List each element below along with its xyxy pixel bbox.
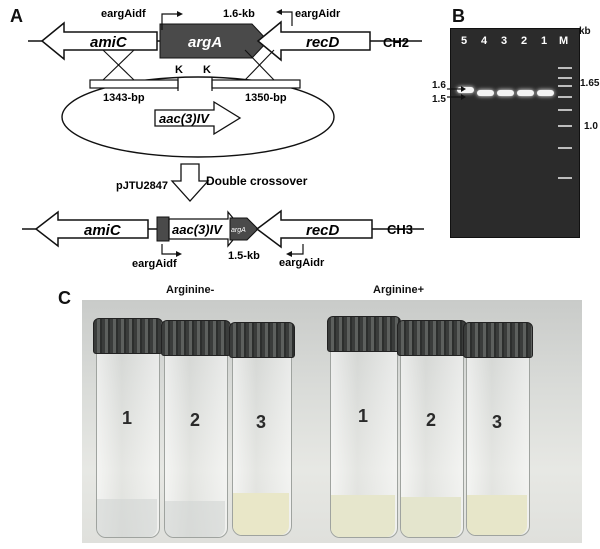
primer-forward-label-bottom: eargAidf xyxy=(132,258,177,270)
recd-gene-label-bottom: recD xyxy=(306,222,340,239)
vial-plus-3: 3 xyxy=(463,322,533,536)
gel-band-lane-2 xyxy=(517,90,534,96)
gel-unit-label: kb xyxy=(579,26,591,37)
primer-reverse-label-bottom: eargAidr xyxy=(279,257,325,269)
site-k-right: K xyxy=(203,64,211,76)
panel-letter-a: A xyxy=(10,6,23,26)
size-label-top: 1.6-kb xyxy=(223,8,255,20)
gel-lane-label-1: 1 xyxy=(541,35,548,47)
gel-band-lane-3 xyxy=(497,90,514,96)
gel-lane-label-3: 3 xyxy=(501,35,508,47)
arga-gene-label: argA xyxy=(188,34,222,51)
vial-cap xyxy=(229,322,295,358)
gel-marker-left-1: 1.6 xyxy=(432,80,446,91)
site-k-left: K xyxy=(175,64,183,76)
gel-marker-arrows xyxy=(447,86,466,100)
condition-label-plus: Arginine+ xyxy=(373,284,425,296)
cassette-label-plasmid: aac(3)IV xyxy=(159,111,210,126)
condition-label-minus: Arginine- xyxy=(166,284,215,296)
arga-fragment-arrow xyxy=(229,217,259,241)
primer-forward-arrow xyxy=(161,13,177,30)
vial-number: 2 xyxy=(425,410,436,430)
gel-band-lane-1 xyxy=(537,90,554,96)
vial-number: 3 xyxy=(255,412,266,432)
cassette-label-chromosome: aac(3)IV xyxy=(172,222,223,237)
gel-band-lane-5 xyxy=(457,87,474,93)
vial-minus-1: 1 xyxy=(93,318,163,538)
vial-cap xyxy=(463,322,533,358)
crossover-arrow xyxy=(170,163,210,202)
vial-cap xyxy=(327,316,401,352)
plasmid-name-label: pJTU2847 xyxy=(116,180,168,192)
gel-image: 5 4 3 2 1 M xyxy=(450,28,580,238)
primer-reverse-arrow xyxy=(282,11,293,26)
vial-plus-2: 2 xyxy=(397,320,467,538)
vial-minus-2: 2 xyxy=(161,320,231,538)
amic-gene-label: amiC xyxy=(90,34,128,51)
primer-reverse-label: eargAidr xyxy=(295,8,341,20)
panel-letter-b: B xyxy=(452,6,465,26)
chromosome-label-top: CH2 xyxy=(383,35,409,50)
gel-ladder-band xyxy=(558,177,572,179)
gel-ladder-band xyxy=(558,109,572,111)
crossover-step-label: Double crossover xyxy=(206,174,308,188)
size-label-bottom: 1.5-kb xyxy=(228,250,260,262)
gel-ladder-band xyxy=(558,85,572,87)
vial-number: 2 xyxy=(189,410,200,430)
arm-block-left xyxy=(156,216,170,242)
vial-number: 3 xyxy=(491,412,502,432)
chromosome-label-bottom: CH3 xyxy=(387,222,413,237)
vial-plus-1: 1 xyxy=(327,316,401,538)
gel-lane-label-m: M xyxy=(559,35,569,47)
vial-number: 1 xyxy=(357,406,368,426)
recd-gene-arrow xyxy=(256,20,371,62)
recd-gene-arrow-bottom xyxy=(255,209,373,249)
gel-ladder-band xyxy=(558,67,572,69)
gel-marker-left-2: 1.5 xyxy=(432,94,446,105)
cassette-arrow-plasmid xyxy=(154,100,242,136)
recd-gene-label: recD xyxy=(306,34,340,51)
gel-lane-label-2: 2 xyxy=(521,35,528,47)
vial-cap xyxy=(93,318,163,354)
arga-fragment-label: argA xyxy=(231,227,246,234)
vial-cap xyxy=(397,320,467,356)
arga-gene-arrow xyxy=(159,23,269,59)
amic-gene-arrow xyxy=(40,21,158,61)
gel-lane-label-4: 4 xyxy=(481,35,488,47)
gel-ladder-band xyxy=(558,147,572,149)
homology-arm-left xyxy=(89,79,179,89)
primer-forward-label: eargAidf xyxy=(101,8,146,20)
vials-photo: 1 2 3 1 2 3 xyxy=(82,300,582,543)
homology-arm-right xyxy=(211,79,301,89)
panel-a-diagram: amiC argA recD CH2 eargAidf 1.6-kb eargA… xyxy=(22,8,424,270)
amic-gene-arrow-bottom xyxy=(34,210,149,248)
right-arm-size-label: 1350-bp xyxy=(245,92,287,104)
vial-cap xyxy=(161,320,231,356)
gel-lane-label-5: 5 xyxy=(461,35,468,47)
gel-ladder-band xyxy=(558,125,572,127)
left-arm-size-label: 1343-bp xyxy=(103,92,145,104)
gel-marker-right-1: 1.65 xyxy=(580,78,600,89)
vial-minus-3: 3 xyxy=(229,322,295,536)
gel-band-lane-4 xyxy=(477,90,494,96)
panel-letter-c: C xyxy=(58,288,71,308)
gel-marker-right-2: 1.0 xyxy=(584,121,598,132)
vial-number: 1 xyxy=(121,408,132,428)
gel-ladder-band xyxy=(558,96,572,98)
gel-ladder-band xyxy=(558,77,572,79)
amic-gene-label-bottom: amiC xyxy=(84,222,122,239)
